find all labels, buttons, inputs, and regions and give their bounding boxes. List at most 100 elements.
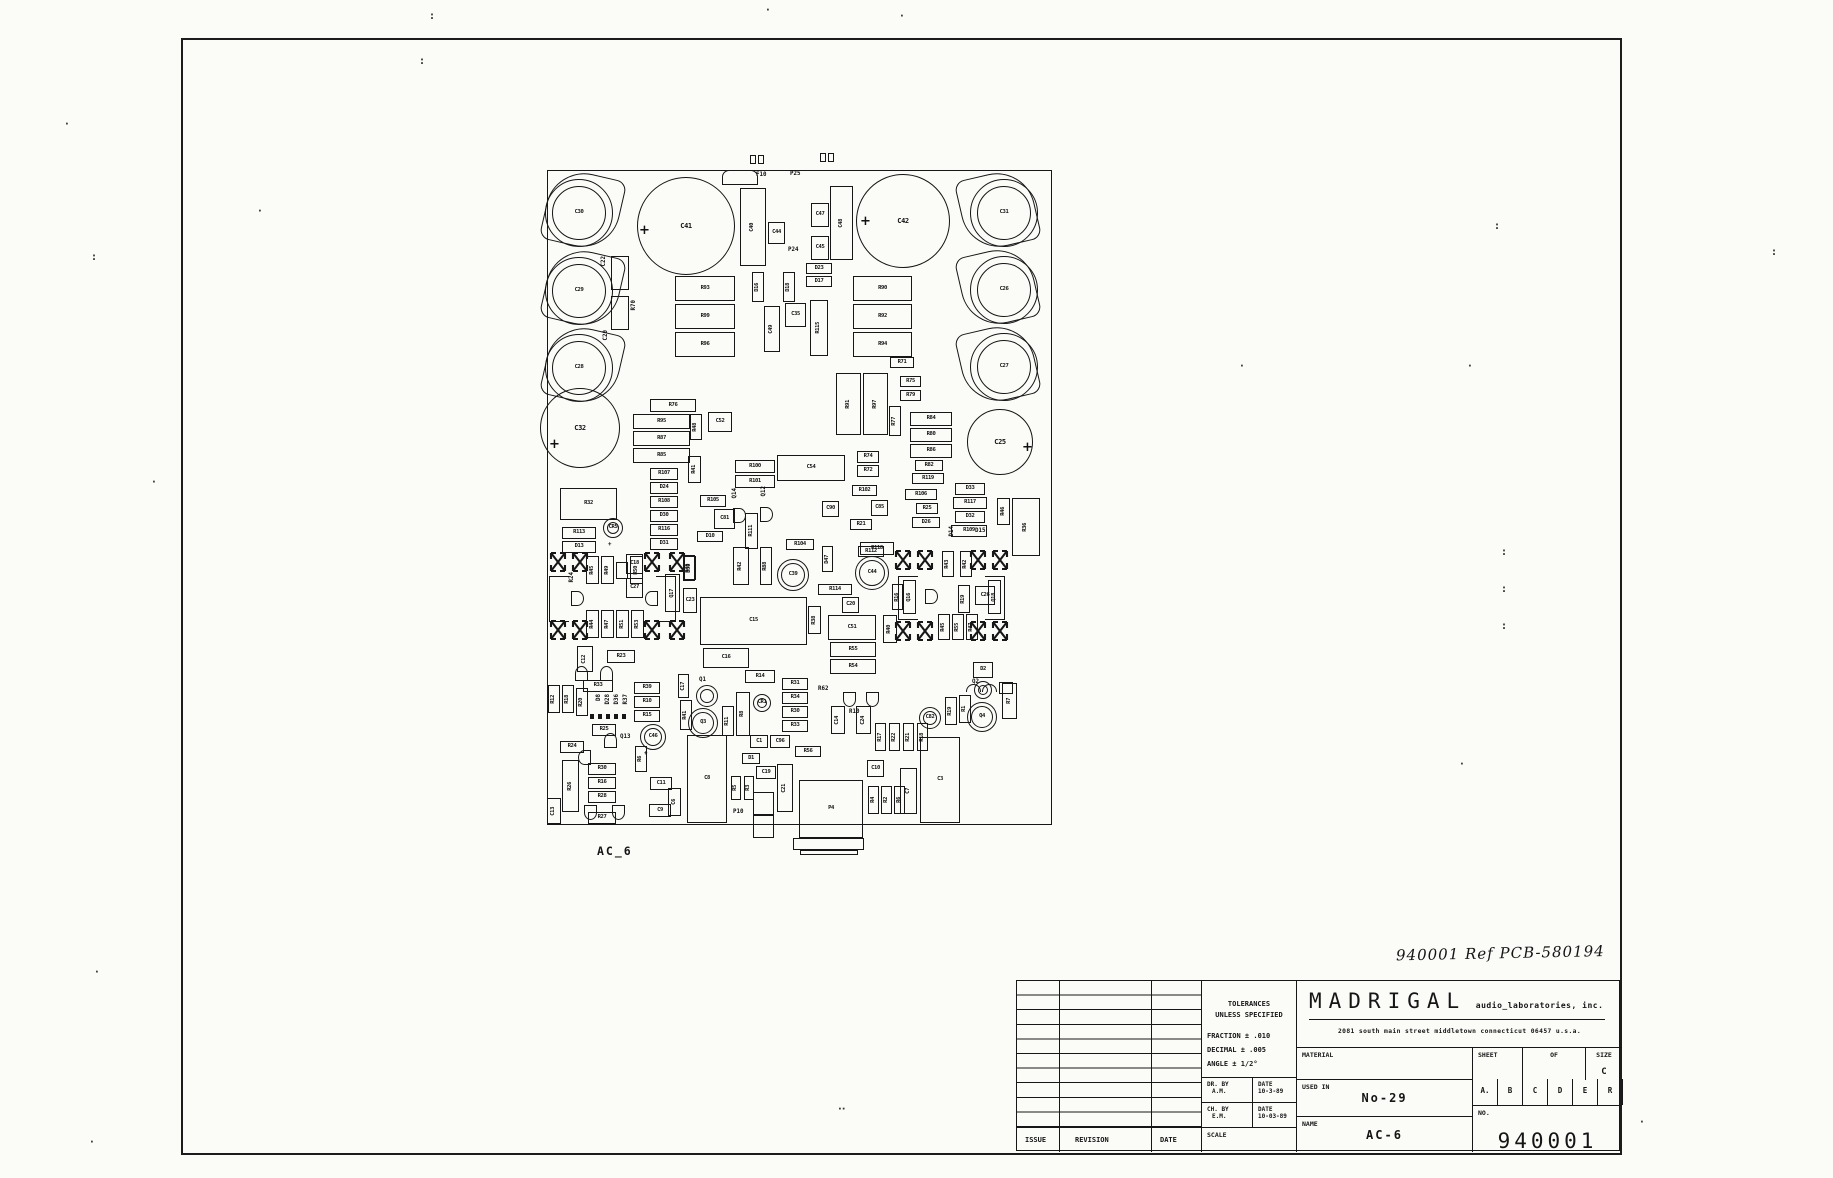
heatsink-clip-icon bbox=[549, 619, 567, 641]
component-label: R95 bbox=[657, 417, 666, 424]
component-R49: R49 bbox=[601, 556, 614, 584]
component-label: R114 bbox=[829, 585, 841, 592]
component-R6: R6 bbox=[894, 786, 905, 814]
component-R31: R31 bbox=[782, 678, 808, 690]
component-label: R7 bbox=[1005, 698, 1012, 704]
component-R62: R62 bbox=[818, 686, 829, 692]
scan-speckle: · bbox=[1240, 361, 1244, 372]
component-C1: C1 bbox=[750, 735, 768, 748]
component-R25: R25 bbox=[916, 503, 938, 514]
component-label: R28 bbox=[597, 793, 607, 800]
component-C35: C35 bbox=[785, 303, 806, 327]
transistor-dome-icon bbox=[760, 507, 773, 522]
heatsink-clip bbox=[667, 617, 687, 643]
component-label: R109 bbox=[963, 527, 975, 534]
heatsink-clip bbox=[548, 549, 568, 575]
component-D33: D33 bbox=[955, 483, 985, 495]
component-C25: C25+ bbox=[967, 409, 1033, 475]
component-label: R19 bbox=[947, 706, 954, 716]
component-Q3: Q3 bbox=[688, 708, 718, 738]
test-pad bbox=[828, 153, 834, 162]
heatsink-clip bbox=[642, 617, 662, 643]
component-R92: R92 bbox=[853, 304, 912, 329]
component-C23: C23 bbox=[683, 588, 697, 613]
heatsink-clip-icon bbox=[643, 551, 661, 573]
component-C54: C54 bbox=[777, 455, 845, 481]
component-CR1: CR1 bbox=[753, 694, 771, 712]
component-D24: D24 bbox=[650, 482, 678, 494]
component-CR5: CR5 bbox=[603, 518, 623, 538]
component-label: R112 bbox=[865, 547, 877, 554]
component-label: R38 bbox=[810, 615, 817, 625]
heatsink-clip bbox=[990, 547, 1010, 573]
component-label: C20 bbox=[846, 601, 855, 608]
component-R71: R71 bbox=[890, 357, 914, 368]
component-label: D26 bbox=[921, 518, 931, 525]
component-D18: D18 bbox=[783, 272, 795, 302]
component-label: R74 bbox=[863, 453, 873, 460]
component-C17: C17 bbox=[678, 674, 689, 698]
component-C82: C82 bbox=[919, 707, 941, 729]
component-label: R119 bbox=[922, 474, 934, 481]
component-C24: C24 bbox=[856, 706, 871, 734]
component-label: R6 bbox=[637, 756, 644, 762]
component-R38: R38 bbox=[808, 606, 821, 634]
component-D2: D2 bbox=[973, 662, 993, 678]
component-label: C32 bbox=[574, 423, 586, 432]
component-Q18: Q18 bbox=[988, 580, 1001, 614]
component-rect bbox=[800, 850, 858, 855]
component-R115: R115 bbox=[810, 300, 828, 356]
component-R30: R30 bbox=[588, 763, 616, 775]
scan-speckle: · bbox=[1640, 1117, 1644, 1128]
used-in-value: No-29 bbox=[1361, 1091, 1408, 1105]
component-R72: R72 bbox=[857, 465, 879, 477]
component-+: + bbox=[644, 751, 648, 757]
component-label: C85 bbox=[875, 504, 884, 511]
component-label: R47 bbox=[603, 619, 610, 629]
scan-speckle: · bbox=[900, 11, 904, 22]
component-R107: R107 bbox=[650, 468, 678, 480]
component-label: C12 bbox=[581, 654, 588, 664]
component-R99: R99 bbox=[675, 304, 735, 329]
component-label: C35 bbox=[791, 311, 800, 318]
component-rect bbox=[999, 682, 1013, 694]
component-label: D32 bbox=[965, 513, 975, 520]
component-label: R27 bbox=[597, 814, 607, 821]
component-R94: R94 bbox=[853, 332, 912, 357]
component-R41: R41 bbox=[688, 456, 701, 483]
rev-letter-D: D bbox=[1548, 1079, 1573, 1105]
component-R88: R88 bbox=[760, 547, 772, 585]
component-R10: R10 bbox=[634, 696, 660, 708]
component-R8: R8 bbox=[736, 692, 750, 736]
component-C8: C8 bbox=[687, 735, 727, 823]
component-label: C30 bbox=[574, 209, 584, 216]
component-D26: D26 bbox=[912, 517, 940, 528]
number-cell: NO. 940001 bbox=[1472, 1105, 1622, 1153]
component-label: R85 bbox=[657, 451, 666, 458]
component-Q1: Q1 bbox=[699, 677, 706, 683]
component-C46: C46 bbox=[640, 724, 666, 750]
component-label: D16 bbox=[754, 282, 761, 292]
component-label: R40 bbox=[886, 624, 893, 634]
component-R33: R33 bbox=[782, 720, 808, 732]
component-label: R92 bbox=[878, 312, 887, 319]
of-label: OF bbox=[1550, 1051, 1558, 1059]
component-label: R100 bbox=[749, 462, 761, 469]
component-label: R48 bbox=[692, 422, 699, 432]
ch-by-label: CH. BY bbox=[1207, 1106, 1229, 1113]
component-P25: P25 bbox=[790, 171, 801, 177]
heatsink-clip-icon bbox=[571, 619, 589, 641]
component-R87: R87 bbox=[633, 431, 690, 446]
tolerances-heading-1: TOLERANCES bbox=[1227, 1000, 1271, 1008]
component-label: C48 bbox=[837, 218, 844, 228]
used-in-cell: USED IN No-29 bbox=[1297, 1079, 1472, 1116]
component-R17: R17 bbox=[875, 723, 886, 751]
component-C40: C40 bbox=[740, 188, 766, 266]
component-D32: D32 bbox=[955, 511, 985, 523]
component-+: + bbox=[608, 542, 612, 548]
component-label: R54 bbox=[848, 662, 858, 669]
component-label: R43 bbox=[944, 559, 951, 569]
capacitor-inner-ring: C27 bbox=[977, 340, 1031, 394]
component-R45: R45 bbox=[938, 614, 950, 640]
component-label: R42 bbox=[737, 561, 744, 571]
